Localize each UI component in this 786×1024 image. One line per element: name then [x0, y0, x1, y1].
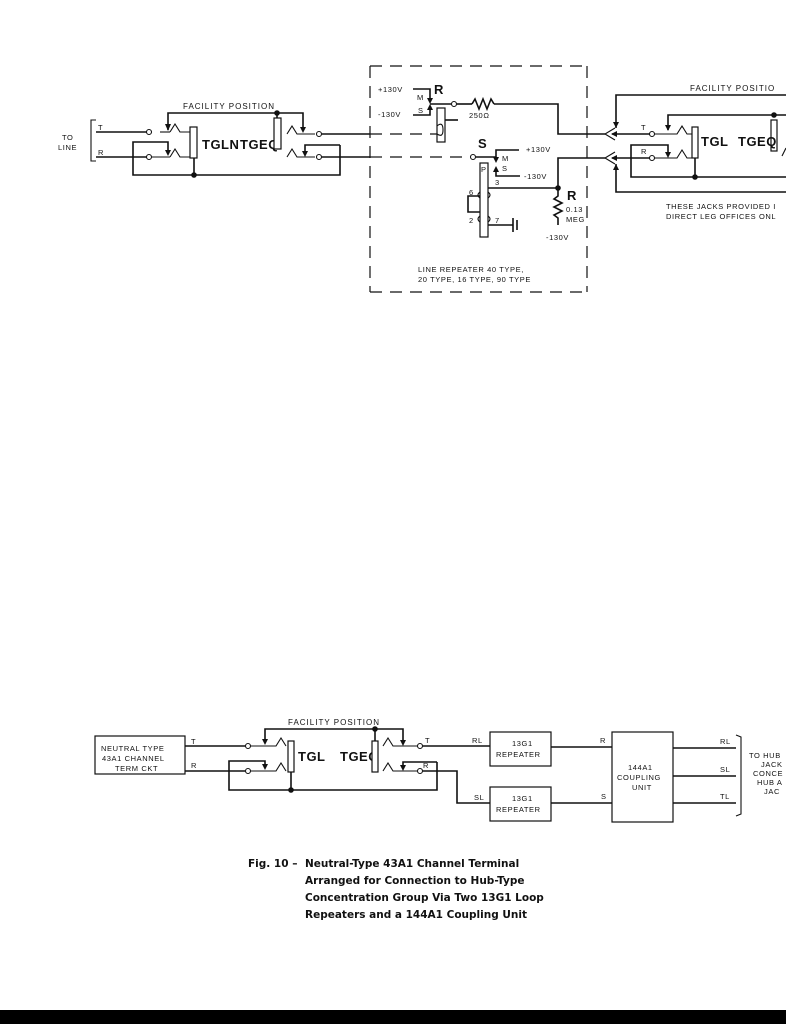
r-minus-130v: -130V — [378, 110, 401, 119]
svg-text:R: R — [641, 147, 647, 156]
s-plus-130v: +130V — [526, 145, 551, 154]
svg-text:R: R — [423, 761, 429, 770]
to-line-label-1: TO — [62, 133, 73, 142]
svg-text:RL: RL — [720, 737, 731, 746]
svg-text:P: P — [481, 165, 487, 174]
svg-text:HUB A: HUB A — [757, 778, 783, 787]
svg-text:TL: TL — [720, 792, 730, 801]
svg-text:R: R — [567, 188, 577, 203]
svg-text:S: S — [601, 792, 607, 801]
tgl-right-label: TGL — [701, 134, 729, 149]
svg-text:RL: RL — [472, 736, 483, 745]
jack-contact — [145, 128, 153, 136]
svg-text:SL: SL — [720, 765, 730, 774]
resistor-0-13-meg — [552, 188, 564, 225]
repeater-title-1: LINE REPEATER 40 TYPE, — [418, 265, 524, 274]
repeater-13g1-1 — [489, 731, 552, 767]
tgln-jack-sleeve — [189, 126, 198, 159]
svg-text:2: 2 — [469, 216, 474, 225]
svg-text:S: S — [502, 164, 508, 173]
line-repeater-box: +130V M R 250Ω -130V S S M +130V S -130V… — [369, 65, 605, 293]
tgeq-right-label: TGEQ — [738, 134, 777, 149]
svg-text:COUPLING: COUPLING — [617, 773, 661, 782]
s-relay-label: S — [478, 136, 487, 151]
svg-text:T: T — [191, 737, 196, 746]
output-bracket — [735, 734, 742, 817]
tgeq-bottom-label: TGEQ — [340, 749, 379, 764]
to-line-bracket — [90, 119, 96, 162]
repeater-13g1-2 — [489, 786, 552, 822]
jack-spring — [169, 122, 190, 133]
svg-text:JACK: JACK — [761, 760, 783, 769]
svg-text:JAC: JAC — [764, 787, 780, 796]
to-line-label-2: LINE — [58, 143, 77, 152]
bottom-diagram: NEUTRAL TYPE 43A1 CHANNEL TERM CKT T R F… — [94, 718, 783, 823]
r-plus-130v: +130V — [378, 85, 403, 94]
svg-text:R: R — [191, 761, 197, 770]
svg-text:NEUTRAL TYPE: NEUTRAL TYPE — [101, 744, 164, 753]
page-bottom-edge — [0, 1010, 786, 1024]
resistor-250-ohm — [471, 96, 495, 112]
top-left-facility-jacks: TO LINE T R FACILITY POSITION TGLN TGEQ — [58, 102, 370, 178]
bottom-facility-position-label: FACILITY POSITION — [288, 718, 380, 727]
svg-text:SL: SL — [474, 793, 484, 802]
svg-text:T: T — [641, 123, 646, 132]
svg-text:UNIT: UNIT — [632, 783, 652, 792]
svg-text:S: S — [418, 106, 424, 115]
jacks-note-1: THESE JACKS PROVIDED I — [666, 202, 776, 211]
jacks-note-2: DIRECT LEG OFFICES ONL — [666, 212, 776, 221]
svg-text:3: 3 — [495, 178, 500, 187]
figure-caption-text: Neutral-Type 43A1 Channel Terminal Arran… — [305, 858, 544, 921]
svg-text:M: M — [502, 154, 509, 163]
svg-text:TERM CKT: TERM CKT — [115, 764, 158, 773]
svg-text:13G1: 13G1 — [512, 794, 533, 803]
svg-text:MEG: MEG — [566, 215, 585, 224]
svg-text:250Ω: 250Ω — [469, 111, 490, 120]
svg-text:13G1: 13G1 — [512, 739, 533, 748]
svg-text:-130V: -130V — [546, 233, 569, 242]
svg-text:CONCE: CONCE — [753, 769, 783, 778]
svg-text:REPEATER: REPEATER — [496, 750, 541, 759]
top-right-facility-jacks: T R FACILITY POSITIO TGL TGEQ THESE JACK… — [603, 84, 786, 221]
s-minus-130v: -130V — [524, 172, 547, 181]
svg-text:7: 7 — [495, 216, 500, 225]
svg-text:6: 6 — [469, 188, 474, 197]
svg-text:TO HUB: TO HUB — [749, 751, 781, 760]
svg-text:0.13: 0.13 — [566, 205, 583, 214]
left-facility-position-label: FACILITY POSITION — [183, 102, 275, 111]
left-t-label: T — [98, 123, 103, 132]
svg-text:T: T — [425, 736, 430, 745]
r-relay-label: R — [434, 82, 444, 97]
right-facility-position-label: FACILITY POSITIO — [690, 84, 775, 93]
r-relay-coil — [436, 107, 446, 143]
neutral-terminal-box — [94, 735, 186, 775]
coupling-unit-144a1 — [611, 731, 674, 823]
svg-text:M: M — [417, 93, 424, 102]
figure-number: Fig. 10 – — [248, 858, 298, 870]
tgl-bottom-label: TGL — [298, 749, 326, 764]
ground-icon — [512, 218, 518, 232]
svg-text:43A1 CHANNEL: 43A1 CHANNEL — [102, 754, 165, 763]
repeater-title-2: 20 TYPE, 16 TYPE, 90 TYPE — [418, 275, 531, 284]
tgln-label: TGLN — [202, 137, 239, 152]
tgeq-jack-sleeve — [273, 117, 282, 150]
tgeq-label: TGEQ — [240, 137, 279, 152]
left-r-label: R — [98, 148, 104, 157]
svg-text:R: R — [600, 736, 606, 745]
svg-text:144A1: 144A1 — [628, 763, 653, 772]
s-relay-coil — [479, 162, 489, 238]
svg-text:REPEATER: REPEATER — [496, 805, 541, 814]
